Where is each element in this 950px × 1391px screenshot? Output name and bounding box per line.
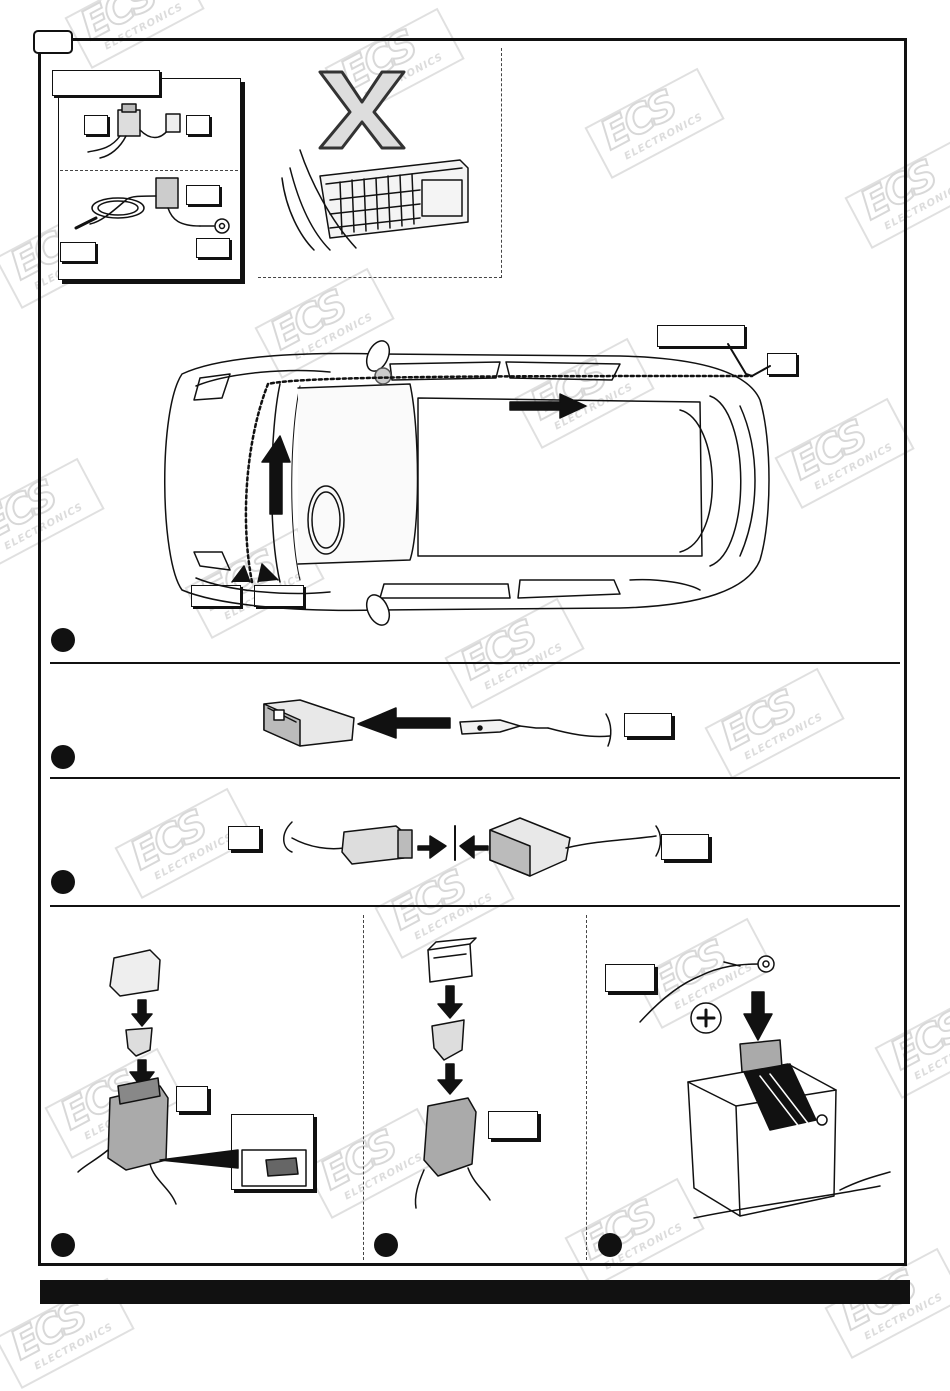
panel-divider: [586, 915, 587, 1260]
step-marker: [51, 745, 75, 769]
arrow-right-icon: [509, 393, 587, 419]
car-topview-icon: [164, 340, 770, 626]
fusebox-icon: [281, 149, 469, 251]
label-box: [228, 826, 260, 850]
kit-divider: [60, 170, 238, 171]
label-box: [60, 242, 96, 262]
battery-icon: [639, 955, 891, 1219]
step-marker: [374, 1233, 398, 1257]
illustrations: [74, 70, 891, 1219]
relay-module-icon: [87, 103, 181, 159]
label-box: [186, 185, 220, 205]
fuse-holder-icon: [77, 949, 307, 1205]
label-box: [176, 1086, 208, 1112]
label-box: [84, 115, 108, 135]
label-box: [488, 1111, 538, 1139]
page-frame: [38, 38, 907, 1266]
footer-bar: [40, 1280, 910, 1304]
step-marker: [51, 1233, 75, 1257]
terminal-pin-icon: [459, 713, 612, 747]
arrow-up-icon: [261, 435, 291, 515]
page-number-tab: [33, 30, 73, 54]
kit-contents-header: [52, 70, 160, 96]
female-connector-icon: [263, 699, 355, 747]
step-marker: [51, 870, 75, 894]
step-marker: [598, 1233, 622, 1257]
label-box: [767, 353, 797, 375]
label-box: [254, 585, 304, 607]
wire-harness-icon: [74, 177, 230, 234]
fusebox-panel: [258, 48, 502, 278]
label-box: [657, 325, 745, 347]
cross-icon: [318, 70, 406, 150]
step-marker: [51, 628, 75, 652]
panel-divider: [363, 915, 364, 1260]
cable-route: [244, 374, 754, 584]
section-divider: [50, 662, 900, 664]
arrow-left-icon: [357, 707, 451, 739]
section-divider: [50, 777, 900, 779]
plug-connection-icon: [283, 817, 662, 877]
label-box: [186, 115, 210, 135]
fuse-cover-icon: [414, 937, 491, 1209]
label-box: [196, 238, 230, 258]
label-box: [624, 713, 672, 737]
label-box: [661, 834, 709, 860]
section-divider: [50, 905, 900, 907]
label-box: [605, 964, 655, 992]
